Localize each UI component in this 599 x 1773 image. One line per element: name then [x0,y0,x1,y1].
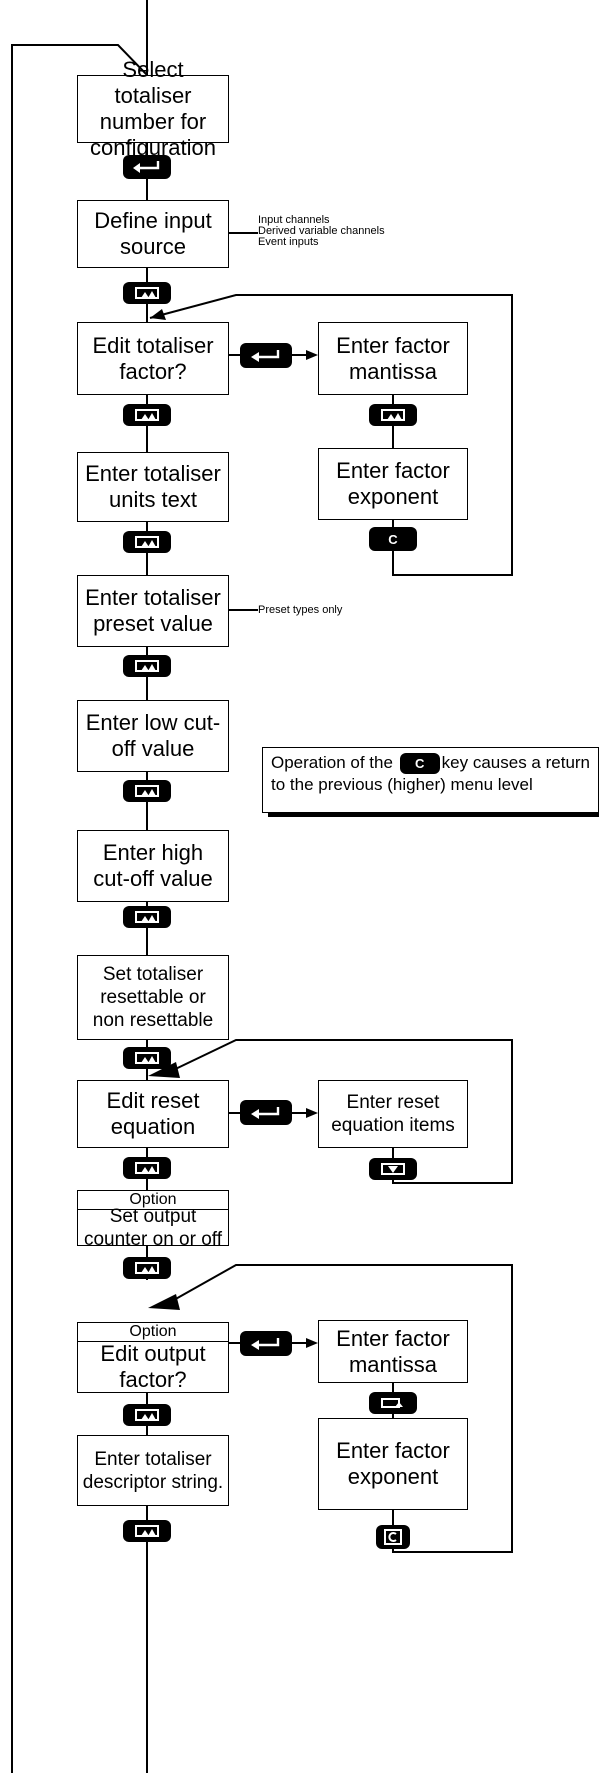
advance-key-icon [123,655,171,677]
advance-key-icon [123,1520,171,1542]
output-factor-option-label: Option [77,1322,229,1342]
c-key-icon: C [369,527,417,551]
note-derived-channels: Derived variable channels [258,225,385,237]
advance-key-icon [369,404,417,426]
preset-types-note: Preset types only [258,604,343,616]
c-key-icon [376,1525,410,1549]
select-totaliser-box: Select totaliser number for configuratio… [77,57,229,160]
advance-key-icon [123,780,171,802]
note-input-channels: Input channels [258,214,330,226]
enter-factor-exponent-box: Enter factor exponent [318,448,468,520]
down-key-icon [369,1158,417,1180]
info-text-before: Operation of the [271,753,393,772]
define-input-source-box: Define input source [77,200,229,268]
enter-output-mantissa-box: Enter factor mantissa [318,1320,468,1383]
edit-output-factor-box: Edit output factor? [77,1341,229,1393]
set-output-counter-box: Set output counter on or off [77,1206,229,1250]
info-box-shadow [268,812,599,817]
enter-units-text-box: Enter totaliser units text [77,452,229,522]
set-resettable-box: Set totaliser resettable or non resettab… [77,955,229,1040]
advance-key-icon [123,1157,171,1179]
info-text-after: key causes a return to the previous (hig… [271,753,591,795]
input-source-note: Input channels Derived variable channels… [258,215,385,248]
c-key-icon: C [399,753,440,775]
advance-key-icon [123,1404,171,1426]
enter-low-cutoff-box: Enter low cut-off value [77,700,229,772]
advance-key-icon [123,1257,171,1279]
enter-high-cutoff-box: Enter high cut-off value [77,830,229,902]
enter-reset-items-box: Enter reset equation items [318,1080,468,1148]
edit-totaliser-factor-box: Edit totaliser factor? [77,322,229,395]
enter-output-exponent-box: Enter factor exponent [318,1418,468,1510]
advance-key-icon [123,282,171,304]
advance-key-icon [123,1047,171,1069]
enter-descriptor-box: Enter totaliser descriptor string. [77,1435,229,1506]
enter-preset-value-box: Enter totaliser preset value [77,575,229,647]
enter-key-icon [240,1331,292,1356]
enter-factor-mantissa-box: Enter factor mantissa [318,322,468,395]
advance-key-icon [369,1392,417,1414]
advance-key-icon [123,906,171,928]
note-event-inputs: Event inputs [258,236,319,248]
enter-key-icon [240,343,292,368]
advance-key-icon [123,531,171,553]
enter-key-icon [240,1100,292,1125]
enter-key-icon [123,155,171,179]
edit-reset-equation-box: Edit reset equation [77,1080,229,1148]
advance-key-icon [123,404,171,426]
